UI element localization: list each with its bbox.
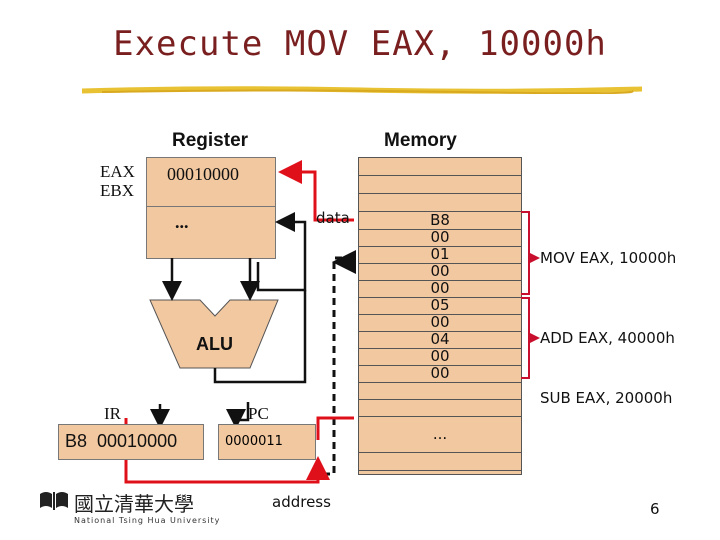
memory-byte: 01 [359,246,521,264]
instruction-sub: SUB EAX, 20000h [540,389,673,407]
ir-label: IR [104,404,121,423]
ebx-label: EBX [100,181,134,200]
instruction-mov: MOV EAX, 10000h [540,249,677,267]
memory-row-empty [359,176,521,194]
register-header: Register [172,130,249,151]
memory-byte: 00 [359,314,521,332]
memory-byte: 00 [359,229,521,247]
bracket-add [521,297,540,379]
data-label: data [316,209,350,227]
memory-row-empty [359,453,521,471]
memory-byte: 00 [359,348,521,366]
university-logo: 國立清華大學 National Tsing Hua University [38,488,221,528]
register-divider [147,206,275,207]
memory-byte: 00 [359,365,521,383]
register-file: 00010000 ... [146,157,276,259]
ir-value: B8 00010000 [65,431,178,451]
pc-register: 0000011 [218,424,316,460]
eax-value: 00010000 [167,164,239,184]
page-number: 6 [650,500,660,518]
ir-register: B8 00010000 [58,424,204,460]
memory-byte: 05 [359,297,521,315]
logo-english: National Tsing Hua University [74,516,221,525]
bracket-mov [521,211,540,295]
pc-label: PC [248,404,269,423]
memory-byte: B8 [359,212,521,230]
slide-title: Execute MOV EAX, 10000h [113,24,607,64]
eax-label: EAX [100,162,135,181]
address-label: address [272,493,331,511]
memory-header: Memory [384,130,457,151]
memory-ellipsis: ... [359,416,521,453]
memory-row-empty [359,158,521,176]
memory-byte: 04 [359,331,521,349]
alu-label: ALU [196,334,233,354]
pc-value: 0000011 [225,434,283,449]
memory-block: B8 00 01 00 00 05 00 04 00 00 ... [358,157,522,475]
memory-row-empty [359,399,521,417]
title-underline [82,86,642,94]
register-ellipsis: ... [175,212,189,232]
memory-row-empty [359,382,521,400]
logo-chinese: 國立清華大學 [74,492,194,516]
logo-emblem-icon [40,492,68,510]
memory-row-empty [359,194,521,212]
memory-byte: 00 [359,263,521,281]
instruction-add: ADD EAX, 40000h [540,329,675,347]
memory-byte: 00 [359,280,521,298]
